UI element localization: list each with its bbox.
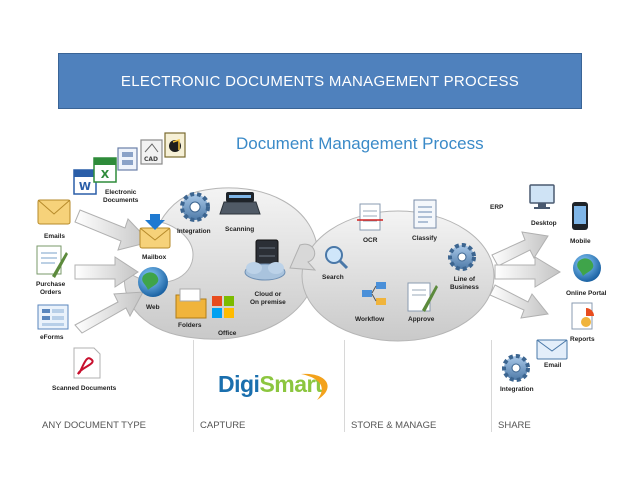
label-eforms: eForms [40, 334, 64, 341]
brand-part1: Digi [218, 371, 260, 397]
stage-store-manage: STORE & MANAGE [351, 420, 437, 431]
svg-text:W: W [79, 180, 91, 193]
reports-icon [571, 302, 594, 330]
stage-any-document-type: ANY DOCUMENT TYPE [42, 420, 146, 431]
label-office: Office [218, 330, 237, 337]
label-mailbox: Mailbox [142, 254, 167, 261]
ocr-document-icon [357, 203, 383, 231]
workflow-icon [362, 282, 386, 305]
label-scanning: Scanning [225, 226, 255, 233]
label-purchase-orders: Purchase Orders [36, 281, 66, 296]
banner-title: ELECTRONIC DOCUMENTS MANAGEMENT PROCESS [120, 72, 520, 90]
line-of-business-gear-icon [448, 243, 476, 271]
diagram-title: Document Management Process [236, 134, 484, 153]
label-share-email: Email [544, 362, 562, 369]
label-mobile: Mobile [570, 238, 591, 245]
label-classify: Classify [412, 235, 437, 242]
eforms-icon [37, 304, 69, 330]
capture-oval [123, 187, 319, 340]
pdf-document-icon [73, 347, 101, 379]
label-search: Search [322, 274, 344, 281]
label-approve: Approve [408, 316, 435, 323]
web-globe-icon [138, 267, 168, 297]
output-arrow-top [491, 231, 549, 267]
stage-capture: CAPTURE [200, 420, 246, 431]
folder-icon [175, 288, 207, 319]
layout-document-icon [117, 147, 138, 171]
store-oval [301, 210, 495, 342]
music-document-icon [164, 132, 186, 158]
label-line-of-business: Line of Business [450, 276, 479, 291]
classify-document-icon [413, 199, 437, 229]
connector-arrow [289, 243, 317, 271]
label-folders: Folders [178, 322, 202, 329]
input-arrow-top [74, 209, 151, 251]
svg-text:CAD: CAD [144, 156, 158, 163]
stage-share: SHARE [498, 420, 531, 431]
mailbox-icon [139, 214, 171, 249]
input-arrow-bottom [74, 291, 144, 334]
cad-document-icon: CAD [140, 139, 163, 165]
word-document-icon: W [73, 169, 97, 195]
purchase-order-icon [36, 245, 68, 278]
desktop-monitor-icon [529, 184, 555, 209]
divider-share [491, 340, 492, 432]
logo-swoosh-icon [301, 373, 328, 400]
approve-document-icon [407, 282, 438, 312]
excel-document-icon: X [93, 157, 117, 183]
email-icon [37, 199, 71, 225]
input-arrow-middle [74, 256, 139, 288]
output-arrow-bottom [489, 284, 549, 319]
label-online-portal: Online Portal [566, 290, 607, 297]
label-electronic-documents: Electronic Documents [103, 189, 139, 204]
share-integration-gear-icon [502, 354, 530, 382]
label-scanned-documents: Scanned Documents [52, 385, 117, 392]
search-magnifier-icon [325, 246, 349, 270]
label-reports: Reports [570, 336, 595, 343]
mobile-phone-icon [572, 202, 588, 230]
label-erp: ERP [490, 204, 504, 211]
label-workflow: Workflow [355, 316, 385, 323]
capture-integration-gear-icon [180, 192, 210, 222]
output-arrow-middle [494, 256, 561, 288]
cloud-icon [244, 262, 286, 281]
title-banner: ELECTRONIC DOCUMENTS MANAGEMENT PROCESS [58, 53, 582, 109]
label-emails: Emails [44, 233, 65, 240]
label-web: Web [146, 304, 160, 311]
label-cloud: Cloud or On premise [250, 291, 286, 306]
label-desktop: Desktop [531, 220, 557, 227]
label-ocr: OCR [363, 237, 378, 244]
online-portal-globe-icon [573, 254, 601, 282]
label-share-integration: Integration [500, 386, 534, 393]
svg-text:X: X [101, 168, 110, 181]
divider-store [344, 340, 345, 432]
office-icon [212, 296, 234, 318]
label-capture-integration: Integration [177, 228, 211, 235]
divider-capture [193, 340, 194, 432]
scanner-icon [219, 192, 261, 215]
share-email-icon [536, 339, 568, 360]
